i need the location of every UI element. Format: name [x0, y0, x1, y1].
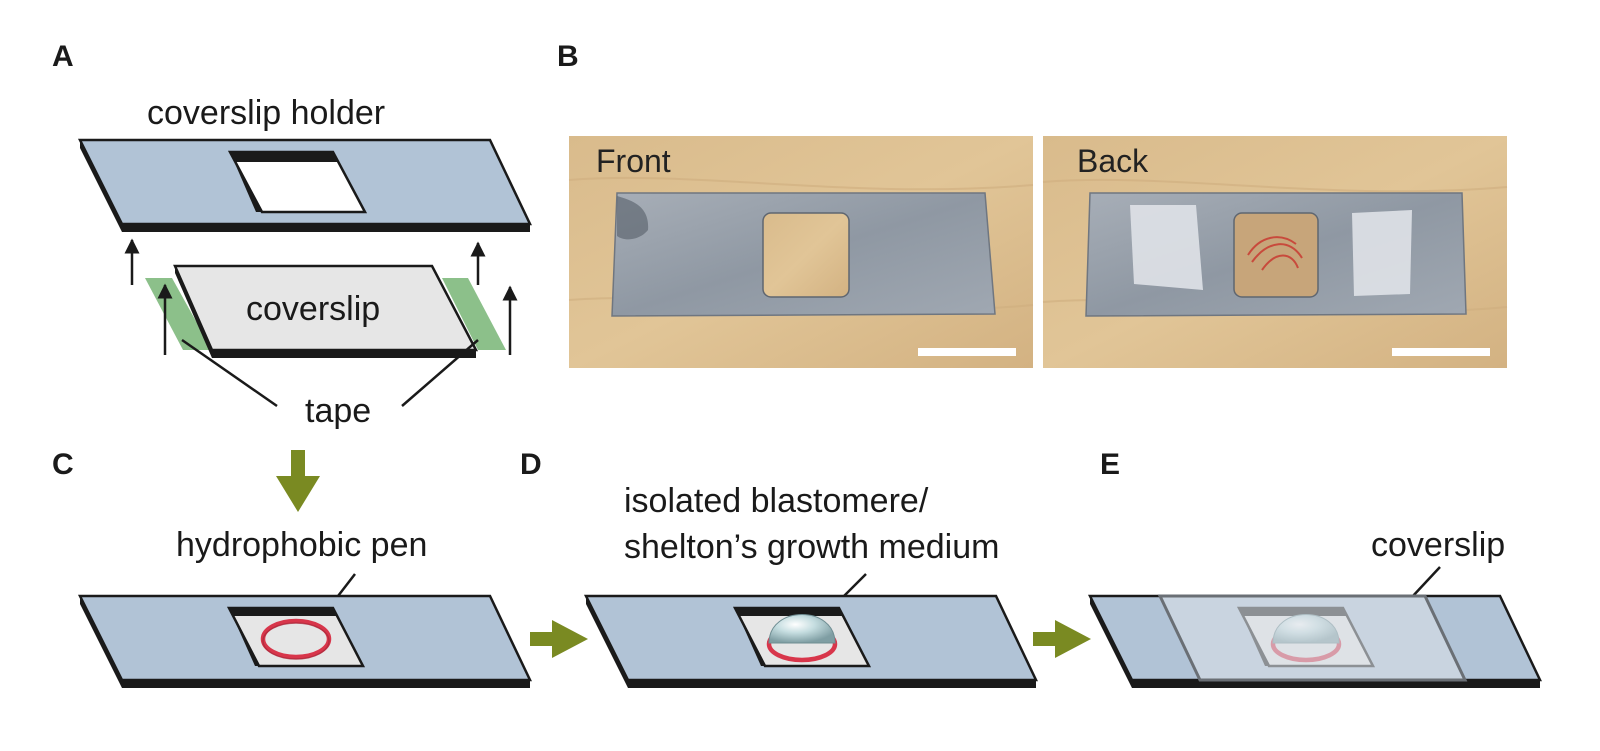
- coverslip-label-a: coverslip: [246, 290, 380, 328]
- coverslip-a: [173, 264, 479, 358]
- front-window: [762, 212, 850, 298]
- olive-arrow-down: [276, 450, 320, 512]
- top-coverslip: [1157, 594, 1468, 682]
- scale-bar-back: [1392, 348, 1490, 356]
- photo-front: [568, 136, 1034, 368]
- back-tape-left: [1130, 205, 1203, 290]
- photo-back: [1042, 136, 1508, 368]
- coverslip-holder: [77, 138, 532, 232]
- panel-letter-a: A: [52, 40, 74, 73]
- hydrophobic-pen-label: hydrophobic pen: [176, 526, 427, 564]
- drop-label-line2: shelton’s growth medium: [624, 528, 999, 566]
- panel-letter-e: E: [1100, 448, 1120, 481]
- olive-arrow-right-2: [1033, 620, 1091, 658]
- back-window: [1233, 212, 1319, 298]
- coverslip-holder-label: coverslip holder: [147, 94, 385, 132]
- scale-bar-front: [918, 348, 1016, 356]
- slide-e: [1087, 594, 1542, 688]
- back-label: Back: [1077, 143, 1149, 179]
- coverslip-label-e: coverslip: [1371, 526, 1505, 564]
- medium-droplet: [768, 614, 836, 644]
- tape-label: tape: [305, 392, 371, 430]
- drop-label-line1: isolated blastomere/: [624, 482, 929, 520]
- front-label: Front: [596, 143, 671, 179]
- panel-letter-c: C: [52, 448, 74, 481]
- panel-letter-b: B: [557, 40, 579, 73]
- back-tape-right: [1352, 210, 1412, 296]
- olive-arrow-right-1: [530, 620, 588, 658]
- lift-arrows: [124, 238, 518, 355]
- slide-d: [583, 594, 1038, 688]
- tape-right: [442, 278, 506, 350]
- panel-letter-d: D: [520, 448, 542, 481]
- slide-c: [77, 594, 532, 688]
- tape-pointer-lines: [181, 338, 479, 408]
